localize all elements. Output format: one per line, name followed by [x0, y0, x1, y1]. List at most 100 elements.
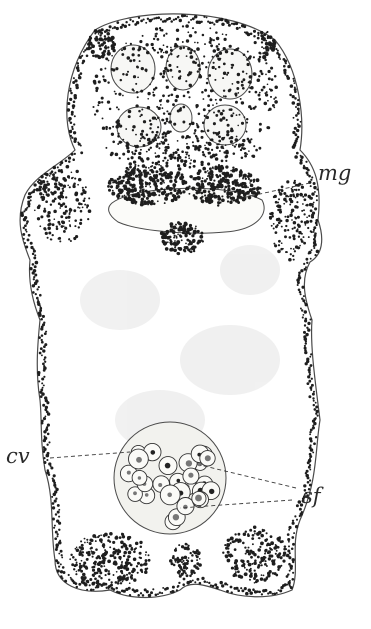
stipple-dot [164, 135, 166, 137]
stipple-dot [157, 16, 160, 19]
stipple-dot [129, 59, 132, 62]
head-cell [166, 46, 200, 90]
stipple-dot [294, 155, 298, 159]
stipple-dot [253, 107, 256, 110]
stipple-dot [230, 170, 232, 172]
stipple-dot [215, 31, 218, 34]
stipple-dot [130, 548, 133, 551]
stipple-dot [115, 93, 117, 95]
stipple-dot [254, 41, 257, 44]
stipple-dot [91, 566, 93, 568]
stipple-dot [213, 186, 217, 190]
stipple-dot [150, 123, 153, 126]
stipple-dot [160, 99, 162, 101]
stipple-dot [111, 48, 113, 50]
stipple-dot [166, 99, 169, 102]
stipple-dot [216, 185, 220, 189]
stipple-dot [190, 49, 193, 52]
stipple-dot [310, 428, 313, 431]
stipple-dot [26, 207, 28, 209]
stipple-dot [304, 310, 307, 313]
stipple-dot [307, 375, 310, 378]
stipple-dot [249, 529, 252, 532]
stipple-dot [43, 376, 45, 378]
stipple-dot [58, 509, 60, 511]
stipple-dot [223, 71, 227, 75]
stipple-dot [243, 174, 247, 178]
stipple-dot [156, 131, 159, 134]
stipple-dot [40, 215, 43, 218]
stipple-dot [157, 200, 159, 202]
stipple-dot [104, 569, 108, 573]
stipple-dot [293, 532, 295, 534]
germ-cell-nucleus [165, 463, 171, 469]
stipple-dot [234, 49, 236, 51]
stipple-dot [218, 136, 221, 139]
stipple-dot [70, 88, 72, 90]
stipple-dot [149, 120, 151, 122]
stipple-dot [68, 239, 70, 241]
stipple-dot [73, 131, 76, 134]
stipple-dot [311, 231, 313, 233]
stipple-dot [42, 387, 44, 389]
stipple-dot [296, 129, 299, 132]
stipple-dot [149, 127, 151, 129]
stipple-dot [192, 145, 194, 147]
stipple-dot [201, 577, 204, 580]
stipple-dot [197, 42, 199, 44]
stipple-dot [210, 155, 213, 158]
stipple-dot [81, 544, 84, 547]
stipple-dot [77, 62, 80, 65]
stipple-dot [24, 216, 27, 219]
stipple-dot [127, 158, 129, 160]
stipple-dot [249, 180, 251, 182]
stipple-dot [56, 226, 58, 228]
stipple-dot [184, 14, 187, 17]
stipple-dot [108, 36, 110, 38]
stipple-dot [268, 557, 271, 560]
stipple-dot [141, 68, 143, 70]
stipple-dot [303, 242, 306, 245]
stipple-dot [32, 263, 35, 266]
stipple-dot [129, 594, 131, 596]
stipple-dot [32, 291, 35, 294]
stipple-dot [278, 552, 281, 555]
stipple-dot [216, 132, 220, 136]
stipple-dot [280, 565, 282, 567]
stipple-dot [161, 179, 164, 182]
stipple-dot [179, 19, 182, 22]
stipple-dot [235, 571, 237, 573]
stipple-dot [133, 578, 136, 581]
stipple-dot [121, 49, 123, 51]
stipple-dot [167, 144, 169, 146]
stipple-dot [140, 592, 142, 594]
stipple-dot [82, 60, 85, 63]
stipple-dot [261, 593, 263, 595]
stipple-dot [247, 138, 249, 140]
stipple-dot [163, 44, 165, 46]
stipple-dot [135, 104, 138, 107]
stipple-dot [140, 557, 142, 559]
stipple-dot [307, 476, 310, 479]
stipple-dot [310, 440, 313, 443]
stipple-dot [179, 47, 182, 50]
stipple-dot [156, 188, 158, 190]
stipple-dot [308, 236, 310, 238]
stipple-dot [200, 130, 203, 133]
stipple-dot [107, 46, 109, 48]
stipple-dot [92, 106, 94, 108]
stipple-dot [101, 101, 103, 103]
stipple-dot [137, 76, 139, 78]
stipple-dot [227, 551, 230, 554]
stipple-dot [259, 546, 261, 548]
stipple-dot [155, 170, 158, 173]
stipple-dot [45, 331, 47, 333]
stipple-dot [277, 250, 281, 254]
stipple-dot [216, 37, 219, 40]
stipple-dot [111, 587, 114, 590]
stipple-dot [93, 80, 97, 84]
stipple-dot [206, 581, 208, 583]
label-mg: mg [318, 161, 351, 185]
stipple-dot [188, 557, 190, 559]
stipple-dot [177, 252, 180, 255]
